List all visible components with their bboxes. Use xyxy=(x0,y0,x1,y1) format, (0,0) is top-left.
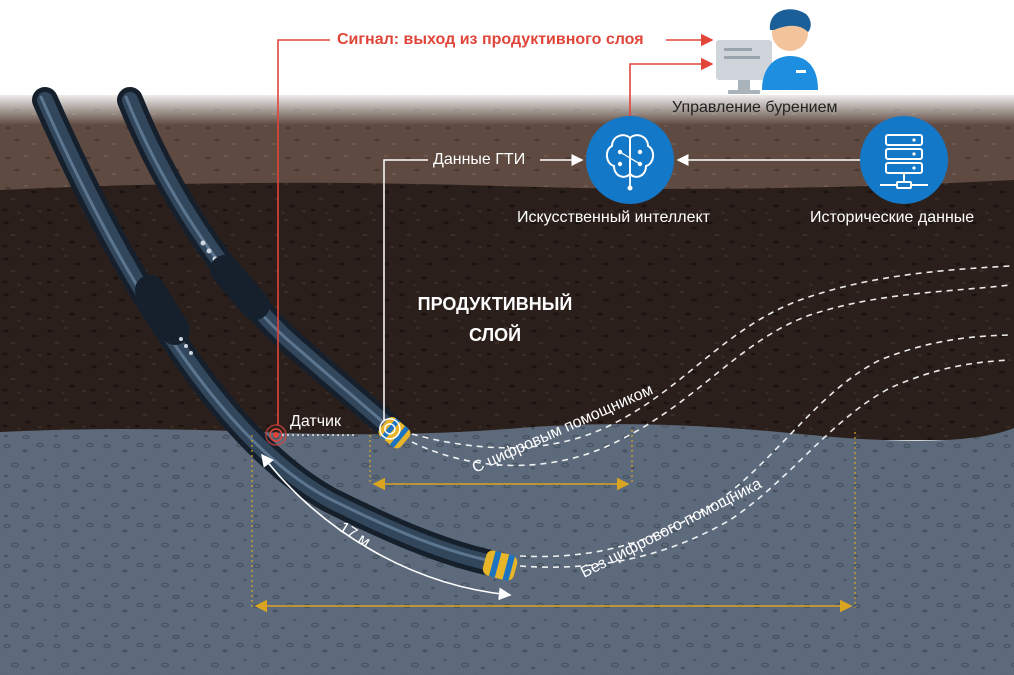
productive-zone-line2: СЛОЙ xyxy=(468,325,522,345)
distance-arc xyxy=(261,453,512,601)
drill-string-with-assistant xyxy=(117,87,408,445)
drilling-control-label: Управление бурением xyxy=(672,99,838,116)
signal-connector xyxy=(277,39,330,425)
historical-data-label: Исторические данные xyxy=(810,209,975,226)
trajectory-paths xyxy=(411,265,1011,568)
server-database-icon xyxy=(860,116,948,204)
signal-label: Сигнал: выход из продуктивного слоя xyxy=(337,31,644,48)
drill-bit-with-assistant xyxy=(378,416,411,449)
sensor-label: Датчик xyxy=(290,413,341,430)
ai-to-control-connector xyxy=(629,57,714,124)
operator-at-computer-icon xyxy=(716,9,818,94)
dark-soil-layer xyxy=(0,180,1014,440)
ai-label: Искусственный интеллект xyxy=(517,209,710,226)
gti-data-label: Данные ГТИ xyxy=(433,151,526,168)
productive-zone-label: ПРОДУКТИВНЫЙ СЛОЙ xyxy=(404,289,586,351)
gti-connector xyxy=(383,159,428,420)
brain-circuit-icon xyxy=(586,116,674,204)
productive-zone-line1: ПРОДУКТИВНЫЙ xyxy=(417,294,573,314)
